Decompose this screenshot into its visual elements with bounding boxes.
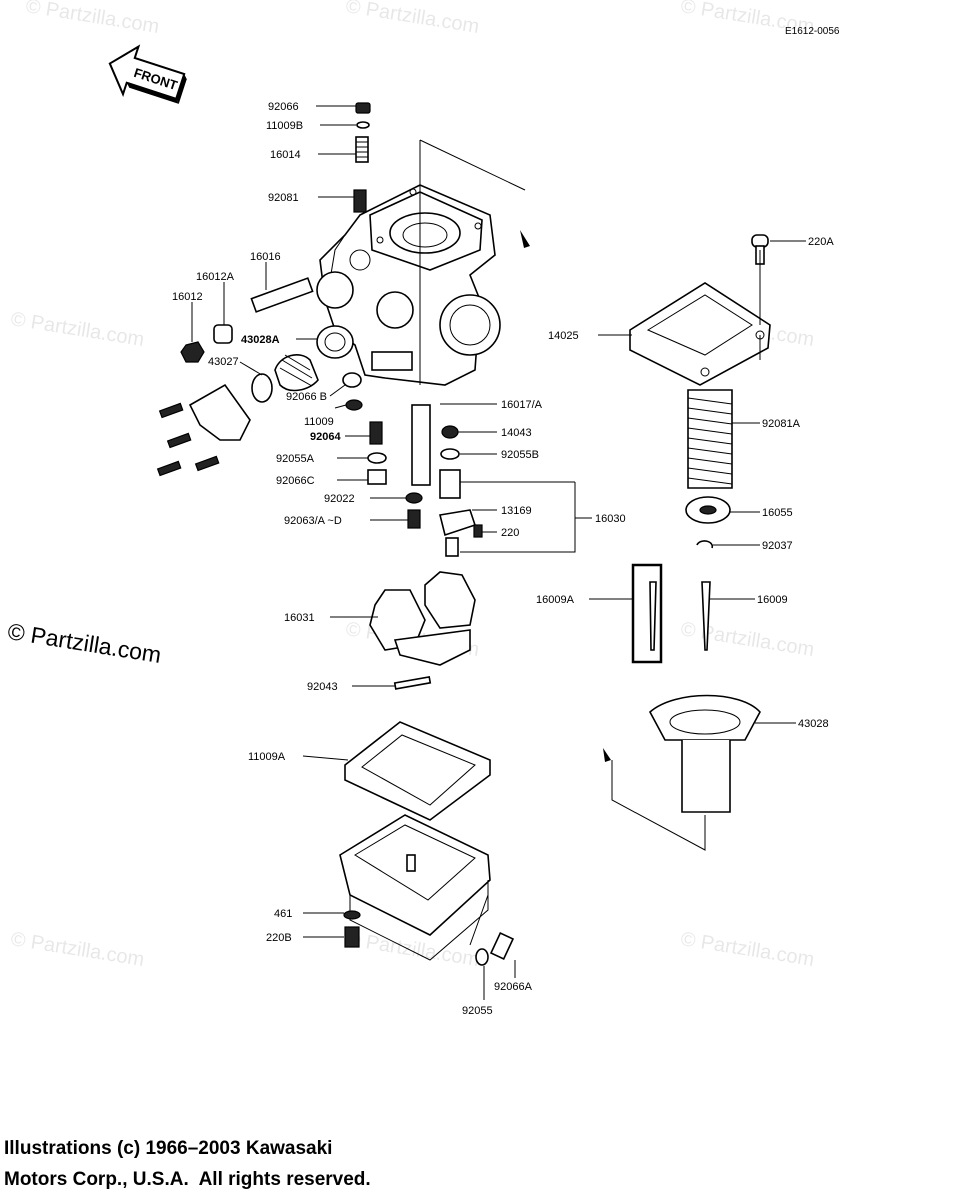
leader-lines [191, 105, 806, 1000]
watermark: © Partzilla.com [344, 928, 481, 971]
callout-92055: 92055 [462, 1005, 493, 1017]
watermark: © Partzilla.com [344, 0, 481, 38]
callout-461: 461 [274, 908, 292, 920]
callout-92066: 92066 [268, 101, 299, 113]
callout-16012: 16012 [172, 291, 203, 303]
callout-92064: 92064 [310, 431, 341, 443]
callout-16009a: 16009A [536, 594, 575, 606]
callout-14025: 14025 [548, 330, 579, 342]
callout-16009: 16009 [757, 594, 788, 606]
jets-column [367, 404, 576, 557]
callout-16017: 16017/A [501, 399, 543, 411]
callout-92066c: 92066C [276, 475, 315, 487]
callout-92063: 92063/A ~D [284, 515, 342, 527]
callout-220a: 220A [808, 236, 834, 248]
watermark: © Partzilla.com [24, 0, 161, 38]
gasket [344, 721, 491, 821]
direction-arrow-icon [520, 230, 530, 248]
float-bowl [339, 814, 515, 966]
callout-92081a: 92081A [762, 418, 801, 430]
callout-16014: 16014 [270, 149, 301, 161]
callout-92066b: 92066 B [286, 391, 327, 403]
copyright-line: Illustrations (c) 1966–2003 Kawasaki [4, 1138, 333, 1159]
callout-14043: 14043 [501, 427, 532, 439]
callout-92055b: 92055B [501, 449, 539, 461]
copyright-line: Motors Corp., U.S.A. All rights reserved… [4, 1169, 371, 1190]
callout-220: 220 [501, 527, 519, 539]
callout-92022: 92022 [324, 493, 355, 505]
callout-92055a: 92055A [276, 453, 315, 465]
choke-assembly [156, 271, 363, 477]
callout-92043: 92043 [307, 681, 338, 693]
callout-220b: 220B [266, 932, 292, 944]
callout-43028: 43028 [798, 718, 829, 730]
watermark: © Partzilla.com [679, 928, 816, 971]
float [369, 571, 476, 690]
callout-16030: 16030 [595, 513, 626, 525]
watermark: © Partzilla.com [679, 0, 816, 38]
callout-92081: 92081 [268, 192, 299, 204]
direction-arrow-icon [603, 748, 611, 762]
callout-16031: 16031 [284, 612, 315, 624]
carburetor-body [319, 139, 526, 386]
callout-43027: 43027 [208, 356, 239, 368]
diagram-reference-code: E1612-0056 [785, 26, 840, 37]
pilot-screw-stack [353, 102, 371, 213]
callout-43028a: 43028A [241, 334, 280, 346]
watermark: © Partzilla.com [9, 308, 146, 351]
callout-11009a: 11009A [248, 751, 286, 763]
callout-16012a: 16012A [196, 271, 235, 283]
callout-labels: 92066 11009B 16014 92081 16016 16012A 16… [172, 101, 834, 1017]
callout-16016: 16016 [250, 251, 281, 263]
callout-11009b: 11009B [266, 120, 303, 132]
front-arrow-icon: FRONT [108, 44, 187, 104]
callout-16055: 16055 [762, 507, 793, 519]
watermark: © Partzilla.com [679, 618, 816, 661]
watermark: © Partzilla.com [9, 928, 146, 971]
callout-11009: 11009 [304, 416, 334, 428]
callout-92037: 92037 [762, 540, 793, 552]
callout-92066a: 92066A [494, 981, 533, 993]
callout-13169: 13169 [501, 505, 532, 517]
right-side-parts [603, 234, 771, 851]
